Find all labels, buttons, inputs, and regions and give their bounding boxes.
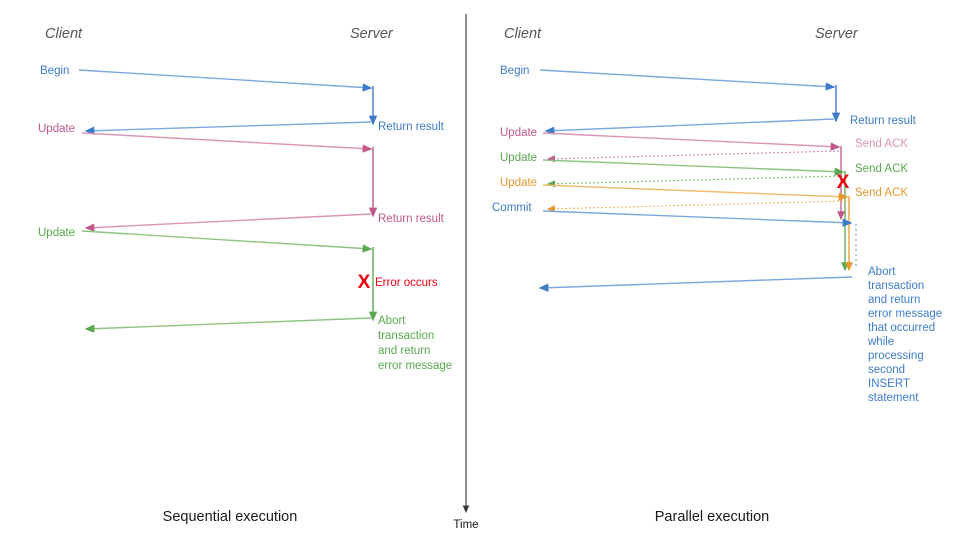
left-message-begin: Begin	[40, 65, 373, 92]
right-actor-client: Client	[504, 26, 542, 42]
left-message-update-2: Update	[38, 227, 373, 253]
left-return-result-1-label: Return result	[378, 121, 445, 133]
left-abort-line-2: transaction	[378, 330, 434, 342]
left-message-abort: Abort transaction and return error messa…	[84, 315, 452, 372]
right-abort-arrow	[538, 276, 853, 292]
left-diagram: Client Server Begin Return result Update…	[38, 26, 452, 525]
right-update-3-arrow	[542, 184, 849, 201]
left-abort-line-4: error message	[378, 360, 452, 372]
right-return-result-label: Return result	[850, 115, 917, 127]
left-update-2-label: Update	[38, 227, 75, 239]
left-message-update-1: Update	[38, 123, 373, 153]
right-diagram: Client Server Begin Return result Update…	[492, 26, 945, 525]
left-abort-line-1: Abort	[378, 315, 406, 327]
left-update-1-label: Update	[38, 123, 75, 135]
right-update-3-label: Update	[500, 177, 537, 189]
right-update-1-label: Update	[500, 127, 537, 139]
right-abort-line-2: transaction	[868, 280, 924, 292]
right-send-ack-1-label: Send ACK	[855, 138, 908, 150]
right-abort-line-7: processing	[868, 350, 924, 362]
right-abort-line-3: and return	[868, 294, 920, 306]
left-message-return-result-1: Return result	[84, 121, 445, 135]
left-error-label: Error occurs	[375, 277, 438, 289]
right-message-return-result: Return result	[544, 115, 917, 135]
right-abort-line-8: second	[868, 364, 905, 376]
left-abort-arrow	[84, 317, 372, 333]
right-send-ack-2-label: Send ACK	[855, 163, 908, 175]
left-caption: Sequential execution	[163, 509, 298, 525]
right-ack-1-arrow	[546, 150, 840, 163]
right-message-update-1: Update	[500, 127, 841, 151]
right-error-x-icon: X	[837, 172, 850, 193]
right-begin-label: Begin	[500, 65, 529, 77]
right-abort-line-4: error message	[868, 308, 942, 320]
right-caption: Parallel execution	[655, 509, 769, 525]
right-error-marker: X	[837, 172, 850, 193]
left-error-x-icon: X	[358, 272, 371, 293]
right-actor-server: Server	[815, 26, 859, 42]
left-actor-client: Client	[45, 26, 83, 42]
right-abort-line-6: while	[867, 336, 894, 348]
left-update-1-arrow	[81, 132, 373, 153]
right-abort-line-9: INSERT	[868, 378, 910, 390]
right-abort-line-10: statement	[868, 392, 919, 404]
left-return-result-2-arrow	[84, 213, 372, 232]
left-abort-line-3: and return	[378, 345, 430, 357]
right-message-update-3: Update	[500, 177, 849, 201]
right-update-2-label: Update	[500, 152, 537, 164]
right-message-update-2: Update	[500, 152, 845, 176]
left-message-return-result-2: Return result	[84, 213, 445, 232]
left-begin-label: Begin	[40, 65, 69, 77]
right-message-abort: Abort transaction and return error messa…	[538, 266, 945, 404]
right-update-1-arrow	[542, 132, 841, 151]
right-ack-3-arrow	[546, 200, 848, 213]
time-axis-label: Time	[453, 519, 478, 531]
left-actor-server: Server	[350, 26, 394, 42]
right-commit-label: Commit	[492, 202, 532, 214]
right-commit-arrow	[542, 210, 853, 227]
left-return-result-2-label: Return result	[378, 213, 445, 225]
right-send-ack-3-label: Send ACK	[855, 187, 908, 199]
right-abort-line-1: Abort	[868, 266, 896, 278]
left-begin-arrow	[78, 69, 373, 92]
right-abort-line-5: that occurred	[868, 322, 935, 334]
right-return-result-arrow	[544, 118, 835, 135]
right-update-2-arrow	[542, 159, 845, 176]
right-message-begin: Begin	[500, 65, 836, 91]
right-ack-2-arrow	[546, 175, 844, 188]
right-begin-arrow	[539, 69, 836, 91]
left-update-2-arrow	[81, 230, 373, 253]
left-error-marker: X Error occurs	[358, 272, 438, 293]
time-axis: Time	[453, 14, 479, 531]
right-abort-label: Abort transaction and return error messa…	[867, 266, 945, 404]
left-abort-label: Abort transaction and return error messa…	[378, 315, 452, 372]
left-return-result-1-arrow	[84, 121, 372, 135]
right-message-commit: Commit	[492, 202, 853, 227]
